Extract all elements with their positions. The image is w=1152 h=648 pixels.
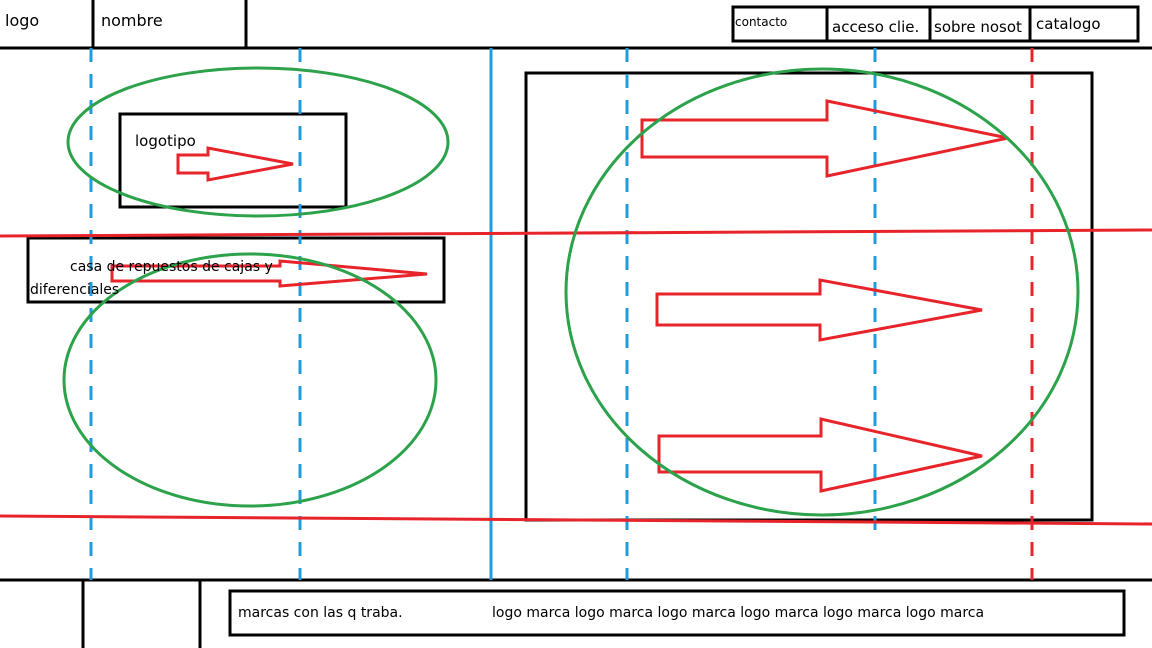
logotype-box bbox=[118, 112, 348, 209]
arrow-description bbox=[110, 259, 428, 288]
nav-contact-link[interactable]: contacto bbox=[735, 15, 788, 29]
nav-bar-box bbox=[731, 5, 1140, 43]
logo-label: logo bbox=[5, 11, 40, 30]
nav-about-link[interactable]: sobre nosot bbox=[934, 18, 1022, 36]
description-line-1: casa de repuestos de cajas y bbox=[70, 259, 273, 275]
arrow-logotype bbox=[176, 146, 294, 182]
red-line-bottom bbox=[0, 514, 1152, 526]
logotype-label: logotipo bbox=[135, 132, 196, 150]
arrow-slider-2 bbox=[655, 278, 983, 342]
nav-client-access-link[interactable]: acceso clie. bbox=[832, 18, 920, 36]
arrow-slider-1 bbox=[640, 99, 1009, 178]
site-name-label: nombre bbox=[101, 11, 163, 30]
description-line-2: diferenciales bbox=[30, 282, 120, 298]
highlight-ellipse-slider bbox=[564, 67, 1080, 517]
arrow-slider-3 bbox=[657, 417, 983, 493]
description-box bbox=[26, 236, 446, 304]
highlight-ellipse-logotype bbox=[66, 66, 450, 218]
brands-label: marcas con las q traba. bbox=[238, 605, 403, 621]
nav-catalog-link[interactable]: catalogo bbox=[1036, 15, 1101, 33]
brands-box bbox=[228, 589, 1126, 637]
highlight-ellipse-description bbox=[62, 252, 438, 508]
main-slider-box bbox=[524, 71, 1094, 522]
brand-logos-strip: logo marca logo marca logo marca logo ma… bbox=[492, 605, 985, 621]
